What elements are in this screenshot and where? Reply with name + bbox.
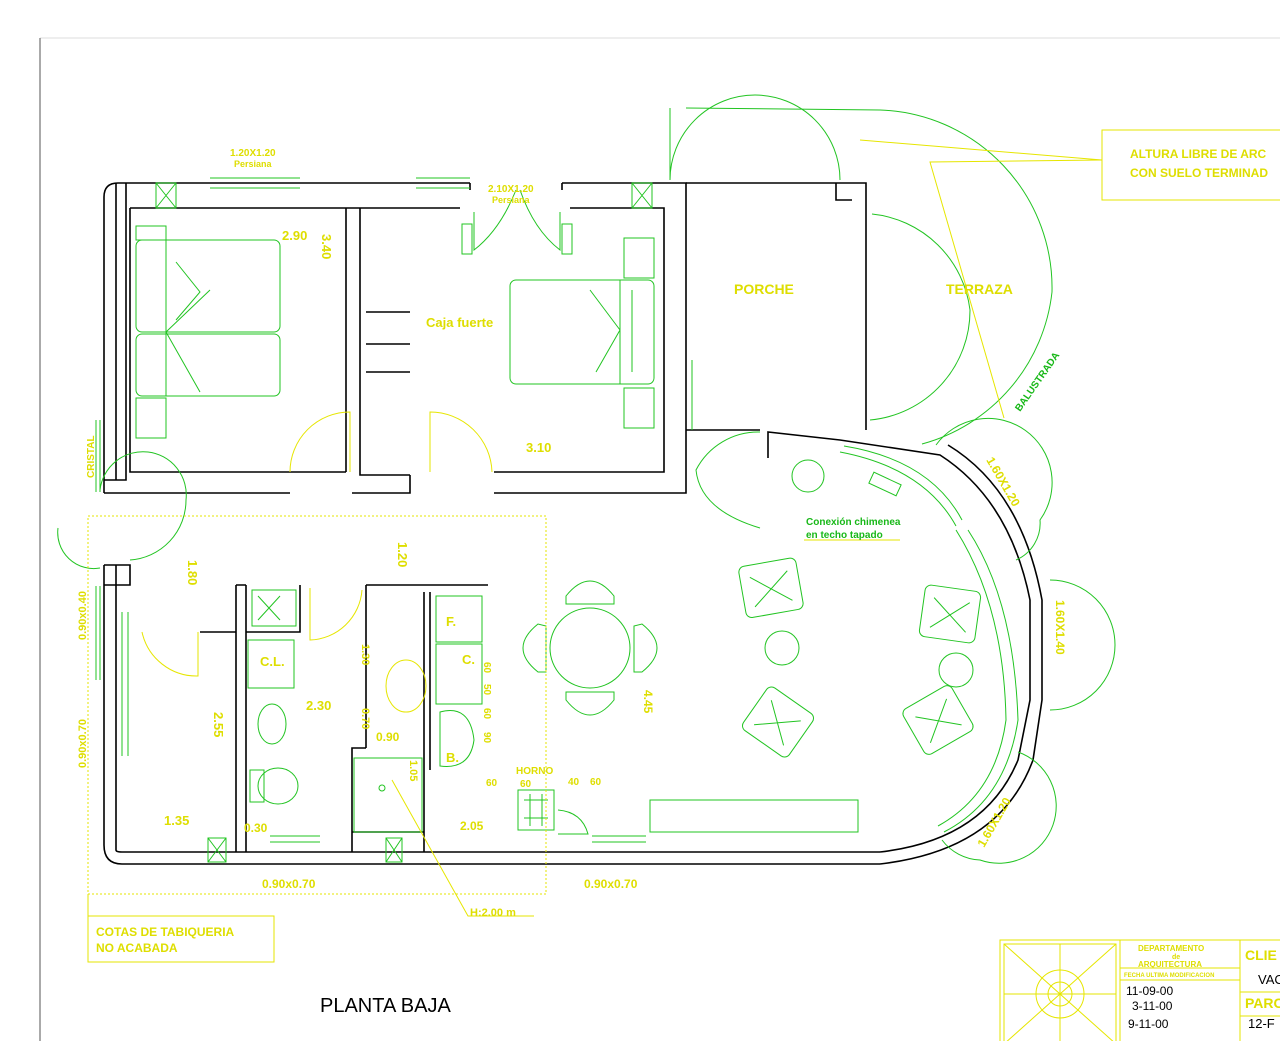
chimney-note: Conexión chimenea	[806, 517, 901, 528]
balustrade-label: BALUSTRADA	[1013, 351, 1062, 414]
client-label: CLIE	[1245, 947, 1277, 963]
dimension-label: 2.05	[460, 819, 484, 833]
dimension-label: 4.45	[641, 690, 655, 714]
oven-label: HORNO	[516, 766, 553, 777]
dimension-label: 60	[481, 708, 492, 720]
department-label: DEPARTAMENTO	[1138, 944, 1204, 953]
window-label: 0.90x0.70	[77, 719, 89, 768]
dimension-label: 1.05	[407, 760, 419, 781]
dimension-label: 0.70	[359, 708, 371, 729]
dimension-label: 0.90	[376, 730, 400, 744]
glass-label: CRISTAL	[86, 435, 97, 478]
window-label: 1.60X1.40	[1053, 600, 1067, 655]
window-sublabel: Persiana	[492, 195, 531, 205]
room-label-porch: PORCHE	[734, 281, 794, 297]
modification-label: FECHA ULTIMA MODIFICACION	[1124, 973, 1214, 979]
revision-date: 3-11-00	[1132, 999, 1173, 1013]
room-label-cl: C.L.	[260, 654, 285, 669]
dimension-label: 3.40	[319, 234, 334, 259]
dimension-label: 1.80	[185, 560, 200, 585]
dimension-label: 2.90	[282, 228, 307, 243]
dimension-label: 60	[481, 662, 492, 674]
dimension-label: 60	[520, 779, 532, 790]
dimension-label: 1.20	[395, 542, 410, 567]
client-value: VAC	[1258, 972, 1280, 987]
labels: 1.20X1.20 Persiana 2.10X1.20 Persiana 2.…	[77, 129, 1280, 1017]
clearance-note: CON SUELO TERMINAD	[1130, 166, 1268, 180]
fixtures	[57, 94, 1116, 963]
partition-note: COTAS DE TABIQUERIA	[96, 925, 235, 939]
exterior-walls	[103, 182, 1043, 865]
window-label: 2.10X1.20	[488, 184, 534, 195]
window-sublabel: Persiana	[234, 159, 273, 169]
room-label-safe: Caja fuerte	[426, 315, 493, 330]
revision-date: 11-09-00	[1126, 984, 1173, 998]
window-label: 0.90x0.70	[584, 877, 638, 891]
dimension-label: 40	[568, 777, 580, 788]
department-label: de	[1172, 954, 1180, 961]
dimension-label: 2.55	[211, 712, 226, 737]
dimension-label: 1.30	[359, 644, 371, 665]
plot-value: 12-F	[1248, 1016, 1275, 1031]
window-label: 0.90x0.40	[77, 591, 89, 640]
clearance-note: ALTURA LIBRE DE ARC	[1130, 147, 1267, 161]
dimension-label: 60	[590, 777, 602, 788]
dimension-label: 1.35	[164, 813, 189, 828]
room-label-terrace: TERRAZA	[946, 281, 1013, 297]
appliance-label-c: C.	[462, 652, 475, 667]
dimension-label: 90	[481, 732, 492, 744]
dimension-label: 3.10	[526, 440, 551, 455]
dimension-label: 2.30	[306, 698, 331, 713]
dimension-label: 0.30	[244, 821, 268, 835]
chimney-note: en techo tapado	[806, 530, 883, 541]
plot-label: PARC	[1245, 995, 1280, 1011]
height-note: H:2.00 m	[470, 907, 516, 919]
appliance-label-b: B.	[446, 750, 459, 765]
revision-date: 9-11-00	[1128, 1017, 1169, 1031]
title-block: DEPARTAMENTO de ARQUITECTURA FECHA ULTIM…	[999, 939, 1280, 1041]
dimension-label: 60	[486, 778, 498, 789]
partition-note: NO ACABADA	[96, 941, 178, 955]
dimension-label: 50	[481, 684, 492, 696]
window-label: 0.90x0.70	[262, 877, 316, 891]
department-label: ARQUITECTURA	[1138, 960, 1202, 969]
drawing-title: PLANTA BAJA	[320, 995, 451, 1017]
appliance-label-f: F.	[446, 614, 456, 629]
window-label: 1.60X1.20	[974, 795, 1014, 850]
window-label: 1.20X1.20	[230, 148, 276, 159]
